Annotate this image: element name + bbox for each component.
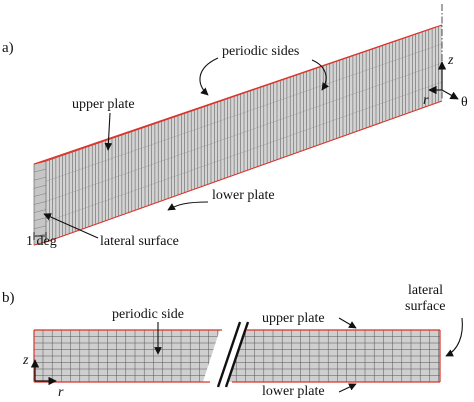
axis-triad-b xyxy=(30,359,57,386)
axis-r-label-b: r xyxy=(58,385,64,400)
mesh-line xyxy=(45,81,443,222)
panel-b: b) periodic side upper plate lower plate… xyxy=(2,283,463,400)
axis-z-label-b: z xyxy=(22,353,29,368)
upper-plate-label-a: upper plate xyxy=(72,97,135,112)
periodic-side-mesh xyxy=(45,26,443,241)
upper-plate-arrow-b xyxy=(338,317,357,329)
lateral-surface-label-a: lateral surface xyxy=(100,234,179,249)
periodic-sides-arrow-right xyxy=(311,59,330,91)
periodic-side-label: periodic side xyxy=(112,307,184,322)
upper-plate-label-b: upper plate xyxy=(262,311,325,326)
lateral-label-line2: surface xyxy=(405,299,445,314)
lower-plate-label-a: lower plate xyxy=(212,188,275,203)
angle-label: 1 deg xyxy=(26,234,57,249)
mesh-line xyxy=(33,193,47,197)
axis-z-label: z xyxy=(447,53,454,68)
periodic-sides-label: periodic sides xyxy=(222,44,299,59)
lateral-surface-arrow-a xyxy=(43,213,99,239)
axis-theta-label: θ xyxy=(461,95,468,110)
mesh-line xyxy=(45,62,443,202)
cross-section-mesh xyxy=(34,330,440,382)
periodic-sides-arrow-left xyxy=(199,57,219,96)
plate-edges xyxy=(33,24,443,246)
mesh-line xyxy=(33,209,47,213)
lower-plate-label-b: lower plate xyxy=(262,384,325,399)
panel-a-tag: a) xyxy=(2,40,14,56)
mesh-line xyxy=(33,177,47,181)
panel-b-tag: b) xyxy=(2,290,15,306)
axis-r-label: r xyxy=(423,93,429,108)
mesh-line xyxy=(33,201,47,205)
break-mark xyxy=(216,321,250,388)
angle-dimension xyxy=(33,232,47,240)
lateral-label-line1: lateral xyxy=(408,283,443,298)
mesh-line xyxy=(33,225,47,229)
upper-plate-arrow-a xyxy=(104,112,113,151)
lateral-surface-arrow-b xyxy=(445,317,463,357)
mesh-line xyxy=(33,185,47,189)
lower-plate-arrow-b xyxy=(338,383,357,393)
panel-a: a) z r θ periodic sides xyxy=(2,4,468,249)
axis-triad-a xyxy=(428,61,459,100)
lower-plate-arrow-a xyxy=(167,201,209,211)
mesh-line xyxy=(33,168,47,173)
cross-section-edges xyxy=(33,329,441,383)
mesh-line xyxy=(45,43,443,182)
